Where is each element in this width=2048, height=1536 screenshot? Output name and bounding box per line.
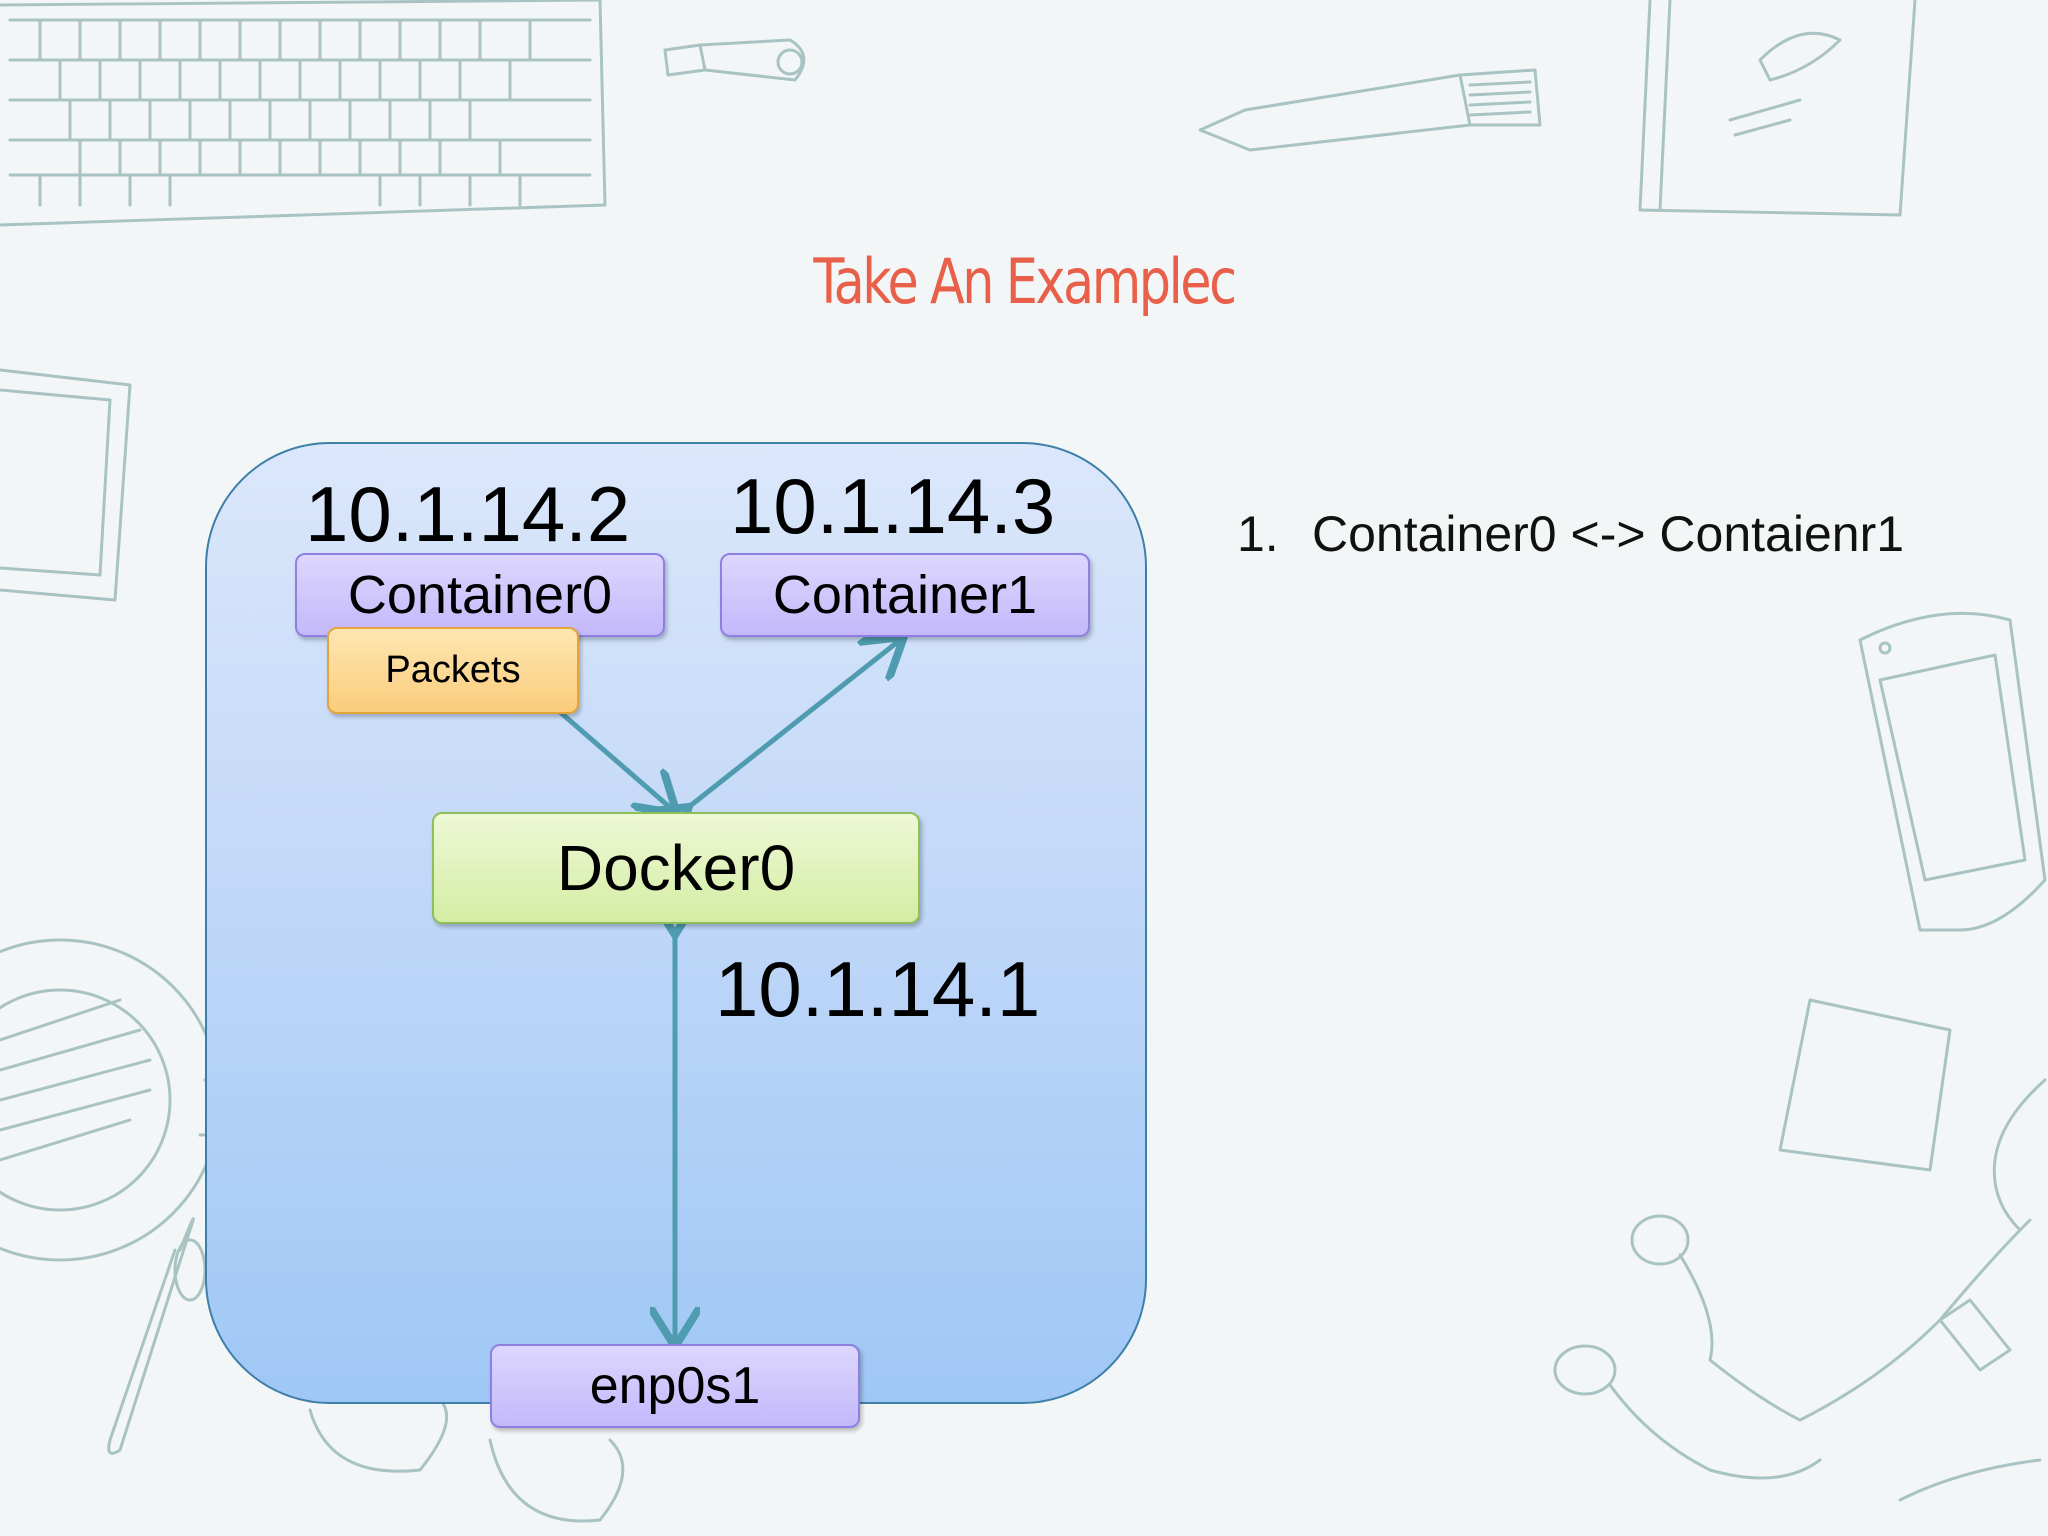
docker0-node: Docker0 [432, 812, 920, 924]
arrow-docker0-container1 [685, 640, 900, 810]
packets-label: Packets [385, 649, 521, 691]
arrow-packets-to-docker0 [558, 710, 673, 810]
sticky-note-doodle [1778, 998, 1952, 1172]
marker-doodle [1198, 68, 1542, 152]
list-item-text: Container0 <-> Contaienr1 [1312, 506, 1905, 562]
slide-title: Take An Examplec [813, 245, 1237, 318]
container0-node: Container0 [295, 553, 665, 637]
tablet-doodle [0, 368, 132, 602]
docker0-label: Docker0 [556, 832, 796, 904]
glasses-doodle [308, 1398, 625, 1523]
notebook-doodle [1638, 0, 1917, 217]
ip-docker0: 10.1.14.1 [715, 945, 1041, 1033]
earphones-doodle [1553, 1214, 2042, 1502]
list-item-number: 1. [1237, 506, 1279, 562]
ip-container0: 10.1.14.2 [305, 470, 631, 558]
enp0s1-node: enp0s1 [490, 1344, 860, 1428]
ip-container1: 10.1.14.3 [730, 462, 1056, 550]
enp0s1-label: enp0s1 [589, 1357, 761, 1415]
list-item: 1. Container0 <-> Contaienr1 [1237, 505, 1904, 563]
container1-label: Container1 [772, 565, 1038, 625]
notes-list: 1. Container0 <-> Contaienr1 [1237, 505, 1904, 563]
container1-node: Container1 [720, 553, 1090, 637]
usb-stick-doodle [663, 38, 806, 82]
container0-label: Container0 [347, 565, 613, 625]
phone-doodle [1858, 611, 2047, 932]
packets-node: Packets [327, 627, 579, 714]
cable-doodle [1992, 1078, 2047, 1232]
keyboard-doodle [0, 0, 607, 227]
